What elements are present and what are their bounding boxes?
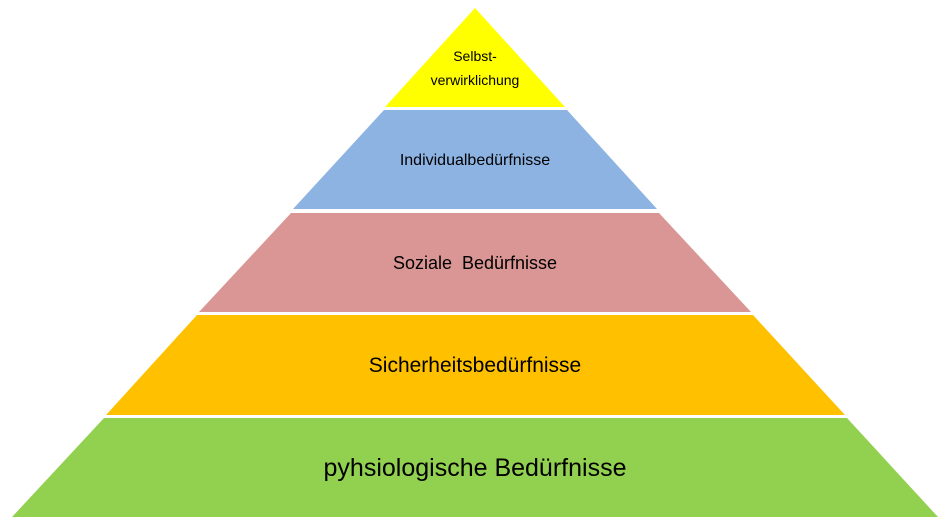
layer-physiological-needs bbox=[12, 418, 938, 517]
layer-label-self-actualization-2: verwirklichung bbox=[431, 72, 520, 88]
layer-label-physiological-needs: pyhsiologische Bedürfnisse bbox=[324, 454, 627, 482]
layer-individual-needs bbox=[293, 110, 657, 209]
layer-social-needs bbox=[199, 213, 751, 312]
layer-safety-needs bbox=[106, 315, 845, 415]
layer-label-self-actualization-1: Selbst- bbox=[453, 48, 497, 64]
layer-self-actualization bbox=[385, 8, 565, 107]
layer-label-safety-needs: Sicherheitsbedürfnisse bbox=[369, 354, 581, 377]
layer-label-individual-needs: Individualbedürfnisse bbox=[400, 152, 550, 169]
layer-label-social-needs: Soziale Bedürfnisse bbox=[393, 253, 557, 273]
